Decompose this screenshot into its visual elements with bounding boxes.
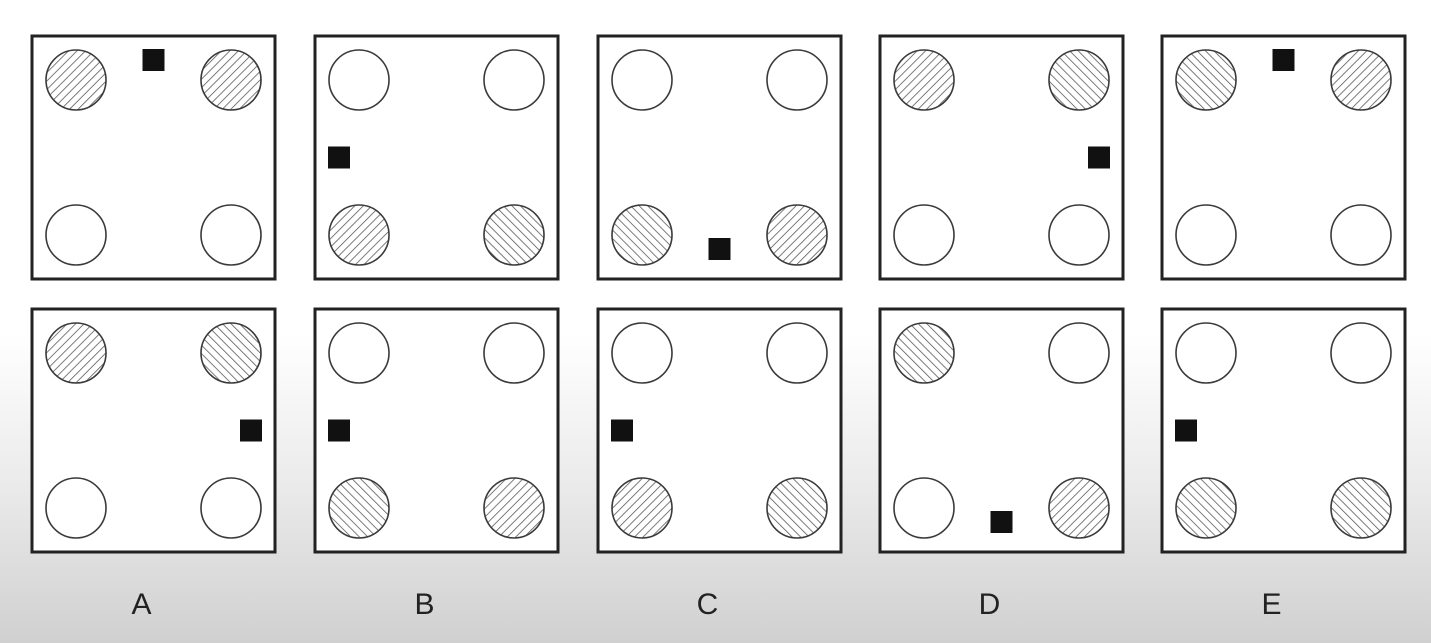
black-square-right xyxy=(1088,146,1110,169)
circle-tr-empty xyxy=(1048,322,1110,384)
figure-top xyxy=(1160,34,1407,281)
circle-tl-empty xyxy=(328,49,390,111)
figure-top xyxy=(878,34,1125,281)
circle-br-hatched-left xyxy=(483,204,545,266)
circle-tr-hatched-left xyxy=(1048,49,1110,111)
circle-tr-empty xyxy=(766,322,828,384)
figure-bottom xyxy=(1160,307,1407,554)
circle-tr-hatched-left xyxy=(200,322,262,384)
option-column-d[interactable]: D xyxy=(878,34,1125,621)
circle-bl-hatched-left xyxy=(1175,477,1237,539)
circle-tl-hatched-right xyxy=(893,49,955,111)
black-square-bottom xyxy=(990,511,1013,533)
circle-tl-empty xyxy=(611,322,673,384)
circle-tl-empty xyxy=(1175,322,1237,384)
figure-top xyxy=(313,34,560,281)
circle-bl-empty xyxy=(893,204,955,266)
black-square-top xyxy=(142,49,165,71)
black-square-left xyxy=(328,419,350,442)
circle-tr-empty xyxy=(483,322,545,384)
circle-br-hatched-right xyxy=(1048,477,1110,539)
circle-br-empty xyxy=(200,204,262,266)
circle-bl-empty xyxy=(893,477,955,539)
option-label-c: C xyxy=(697,588,719,621)
circle-tl-hatched-right xyxy=(45,49,107,111)
option-label-e: E xyxy=(1261,588,1281,621)
circle-bl-empty xyxy=(45,204,107,266)
circle-tl-hatched-left xyxy=(1175,49,1237,111)
circle-bl-hatched-left xyxy=(611,204,673,266)
figure-bottom xyxy=(878,307,1125,554)
circle-tl-hatched-left xyxy=(893,322,955,384)
circle-br-hatched-left xyxy=(1330,477,1392,539)
circle-tl-empty xyxy=(328,322,390,384)
circle-tl-empty xyxy=(611,49,673,111)
black-square-left xyxy=(328,146,350,169)
circle-bl-hatched-left xyxy=(328,477,390,539)
circle-bl-empty xyxy=(45,477,107,539)
circle-br-hatched-right xyxy=(483,477,545,539)
circle-tr-hatched-right xyxy=(1330,49,1392,111)
option-column-a[interactable]: A xyxy=(30,34,277,621)
circle-bl-hatched-right xyxy=(328,204,390,266)
circle-br-empty xyxy=(1048,204,1110,266)
figure-bottom xyxy=(30,307,277,554)
circle-br-hatched-right xyxy=(766,204,828,266)
circle-tr-empty xyxy=(483,49,545,111)
circle-tr-empty xyxy=(766,49,828,111)
figure-top xyxy=(30,34,277,281)
option-label-b: B xyxy=(414,588,434,621)
figure-bottom xyxy=(596,307,843,554)
black-square-left xyxy=(611,419,633,442)
circle-bl-hatched-right xyxy=(611,477,673,539)
circle-tr-hatched-right xyxy=(200,49,262,111)
black-square-left xyxy=(1175,419,1197,442)
black-square-right xyxy=(240,419,262,442)
circle-tl-hatched-right xyxy=(45,322,107,384)
circle-bl-empty xyxy=(1175,204,1237,266)
circle-br-empty xyxy=(200,477,262,539)
circle-tr-empty xyxy=(1330,322,1392,384)
option-label-a: A xyxy=(131,588,151,621)
option-label-d: D xyxy=(979,588,1001,621)
circle-br-hatched-left xyxy=(766,477,828,539)
option-column-b[interactable]: B xyxy=(313,34,560,621)
black-square-bottom xyxy=(708,238,731,260)
option-column-e[interactable]: E xyxy=(1160,34,1407,621)
figure-bottom xyxy=(313,307,560,554)
figure-top xyxy=(596,34,843,281)
option-column-c[interactable]: C xyxy=(596,34,843,621)
black-square-top xyxy=(1272,49,1295,71)
circle-br-empty xyxy=(1330,204,1392,266)
